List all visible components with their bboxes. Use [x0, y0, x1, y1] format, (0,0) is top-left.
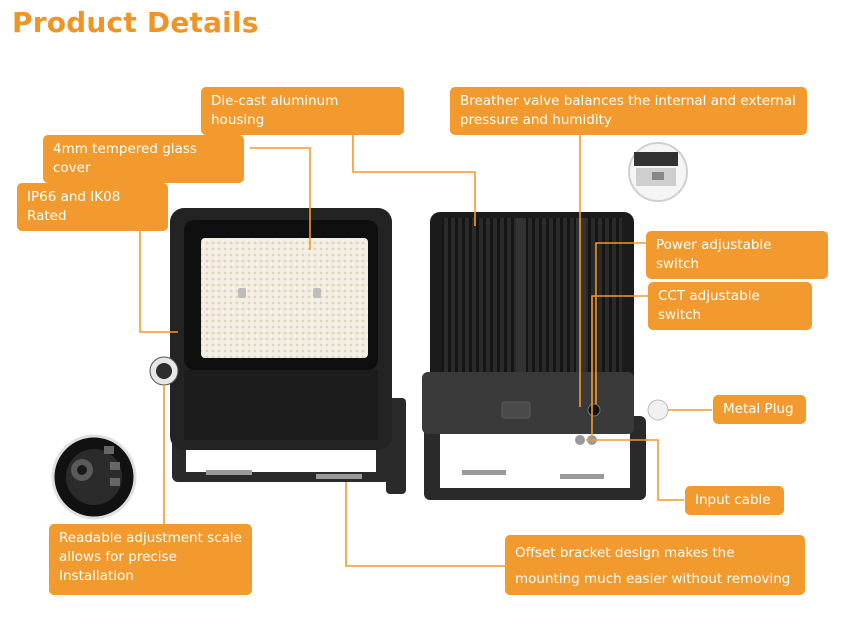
adjustment-scale-label: Readable adjustment scale allows for pre… — [49, 524, 252, 595]
housing-label: Die-cast aluminum housing — [201, 87, 404, 135]
scale-closeup — [51, 434, 137, 520]
front-floodlight — [149, 208, 406, 494]
leader-lines — [108, 114, 712, 567]
offset-bracket-label: Offset bracket design makes the mounting… — [505, 535, 805, 613]
metal-plug-label: Metal Plug — [713, 395, 806, 424]
back-floodlight — [422, 212, 669, 500]
breather-valve-label: Breather valve balances the internal and… — [450, 87, 807, 135]
cct-switch-label: CCT adjustable switch — [648, 282, 812, 330]
input-cable-label: Input cable — [685, 486, 784, 515]
page-title: Product Details — [12, 6, 259, 39]
breather-closeup — [628, 142, 688, 202]
power-switch-label: Power adjustable switch — [646, 231, 828, 279]
rating-label: IP66 and IK08 Rated — [17, 183, 168, 231]
glass-cover-label: 4mm tempered glass cover — [43, 135, 244, 183]
